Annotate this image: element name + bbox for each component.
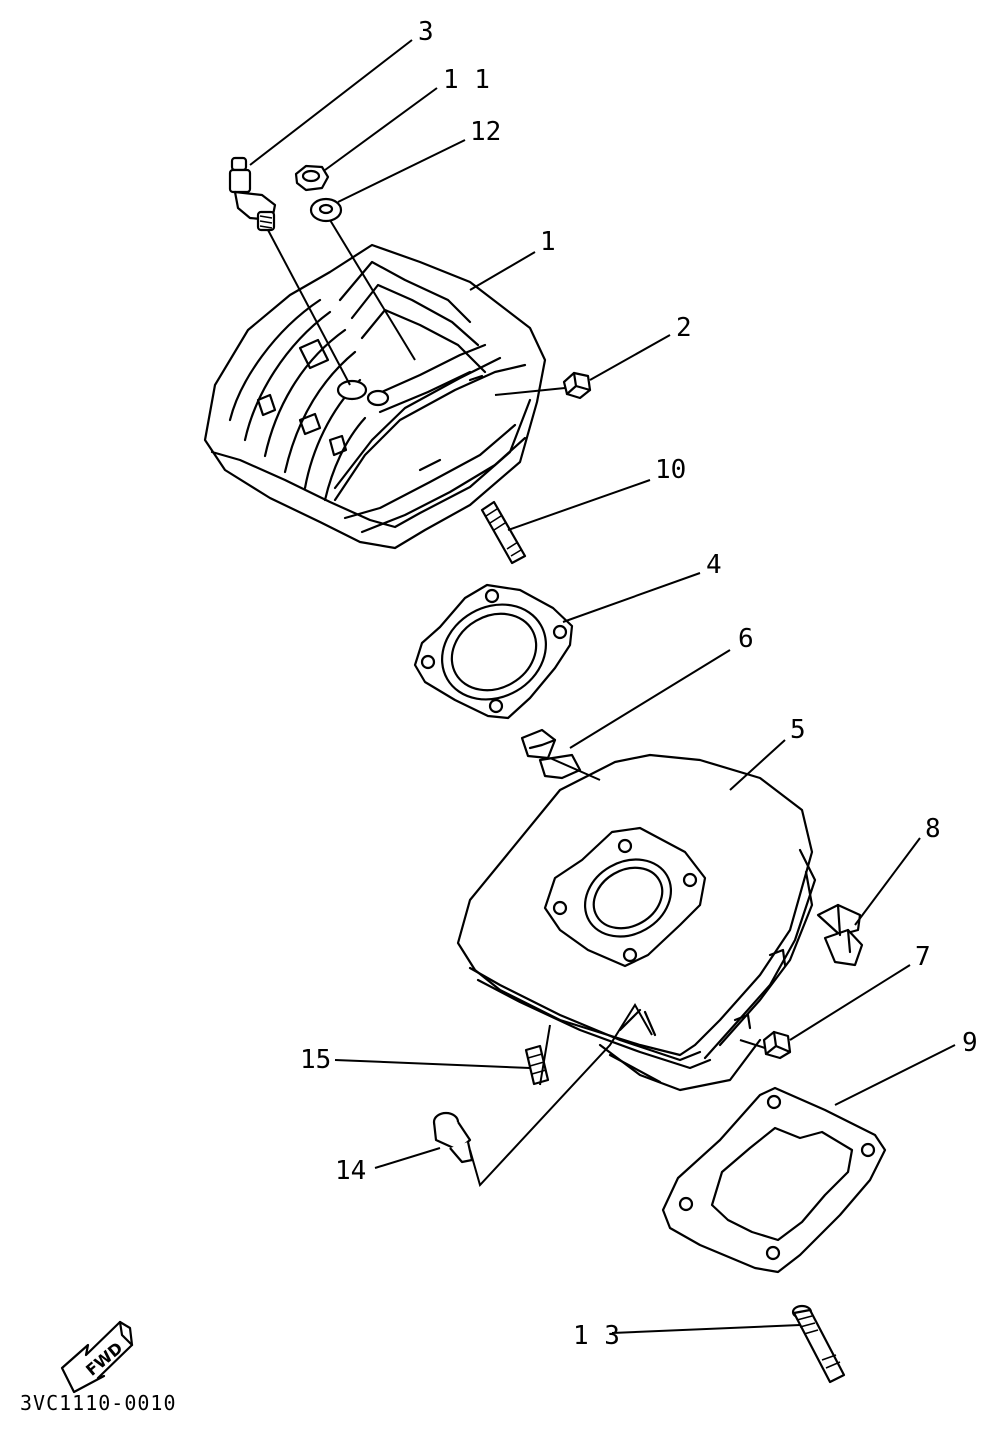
callout-12: 12 bbox=[470, 117, 501, 147]
callout-2: 2 bbox=[676, 313, 692, 343]
callout-10: 10 bbox=[655, 455, 686, 485]
callout-8: 8 bbox=[925, 814, 941, 844]
callout-labels: 3 1 1 12 1 2 10 4 6 5 8 7 9 15 14 1 3 bbox=[300, 17, 978, 1351]
fwd-arrow-icon: FWD bbox=[60, 1320, 134, 1394]
cap-part-7 bbox=[762, 1030, 792, 1060]
stud-bolt-part-10 bbox=[480, 500, 527, 565]
cylinder-part-5 bbox=[456, 753, 817, 1092]
callout-9: 9 bbox=[962, 1028, 978, 1058]
callout-3: 3 bbox=[418, 17, 434, 47]
base-gasket-part-9 bbox=[661, 1086, 887, 1274]
callout-6: 6 bbox=[738, 624, 754, 654]
nut-part-11 bbox=[294, 164, 330, 192]
callout-14: 14 bbox=[335, 1156, 366, 1186]
bolt-part-14 bbox=[432, 1111, 474, 1164]
callout-5: 5 bbox=[790, 715, 806, 745]
callout-13: 1 3 bbox=[573, 1321, 620, 1351]
cylinder-head bbox=[203, 243, 547, 550]
washer-part-12 bbox=[309, 197, 343, 223]
clip-part-8 bbox=[816, 903, 864, 967]
callout-4: 4 bbox=[706, 550, 722, 580]
callout-15: 15 bbox=[300, 1045, 331, 1075]
head-gasket-part-4 bbox=[413, 583, 574, 720]
clip-part-6 bbox=[520, 728, 582, 780]
spark-plug-part-3 bbox=[228, 156, 277, 232]
cap-part-2 bbox=[562, 371, 592, 400]
diagram-code: 3VC1110-0010 bbox=[20, 1391, 177, 1415]
callout-1: 1 bbox=[540, 227, 556, 257]
callout-7: 7 bbox=[915, 942, 931, 972]
callout-11: 1 1 bbox=[443, 65, 490, 95]
leader-lines bbox=[249, 39, 956, 1334]
stud-bolt-part-13 bbox=[791, 1304, 846, 1384]
